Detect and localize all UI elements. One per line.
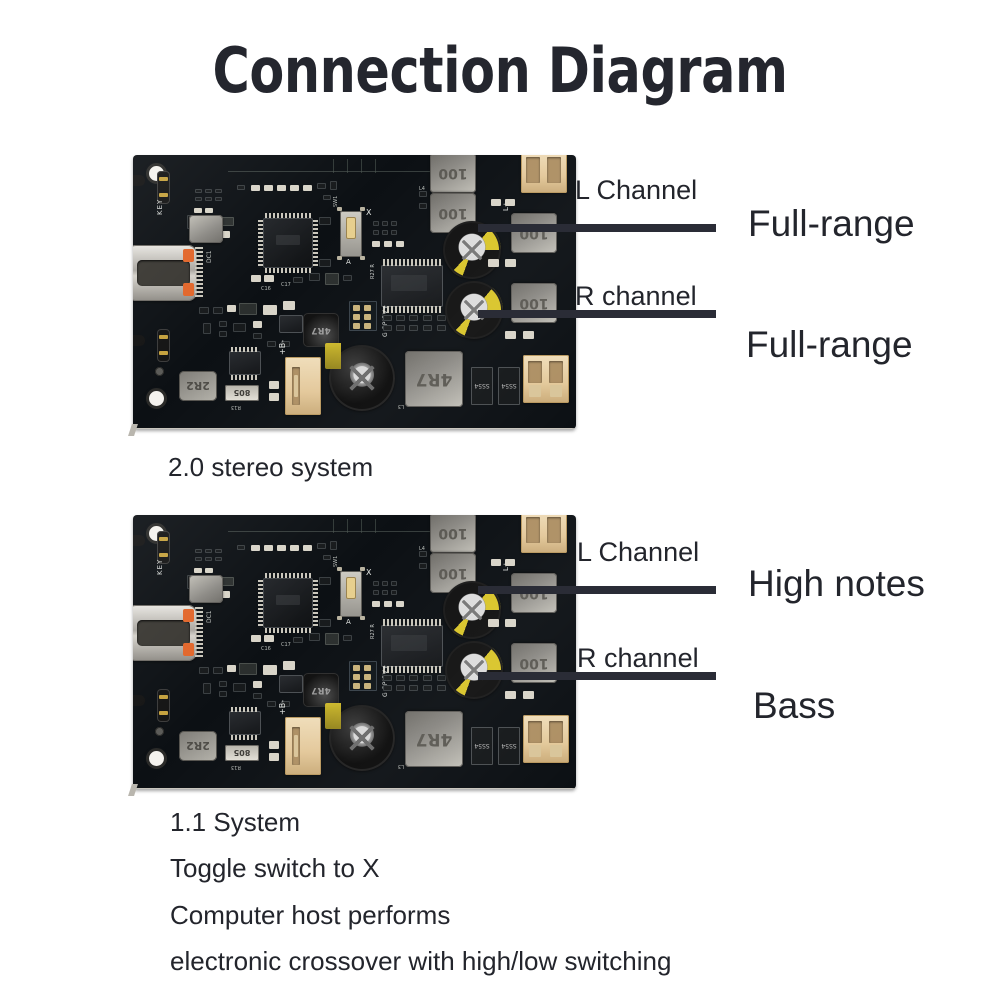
usb-c-port — [133, 605, 197, 661]
chip-amp — [381, 265, 443, 307]
label-r-channel-1: R channel — [575, 281, 697, 311]
spi-header[interactable] — [349, 301, 377, 331]
label-output-bottom-2: Bass — [753, 685, 836, 726]
label-output-top-2: High notes — [748, 563, 925, 604]
output-inductor-1: 100 — [430, 515, 476, 553]
output-capacitor-2 — [445, 641, 503, 699]
chip-small-soic — [229, 711, 261, 735]
caption-board-2: 1.1 System — [170, 807, 301, 837]
silk-l3: L3 — [398, 403, 404, 409]
label-l-channel-1: L Channel — [575, 175, 698, 205]
label-l-channel-2: L Channel — [577, 537, 700, 567]
output-inductor-3: 100 — [511, 213, 557, 253]
silk-b-minus: +B- — [278, 339, 287, 355]
crystal-osc — [189, 575, 223, 603]
chip-regulator — [279, 675, 303, 693]
note-toggle-switch: Toggle switch to X — [170, 853, 380, 883]
audio-jack-bottom — [157, 689, 170, 722]
silk-c17: C17 — [281, 282, 291, 288]
output-inductor-1: 100 — [430, 155, 476, 193]
toggle-switch[interactable] — [340, 211, 362, 257]
label-output-top-1: Full-range — [748, 203, 915, 244]
jst-output-left[interactable] — [521, 515, 567, 553]
inductor-4r7-small: 4R7 — [303, 673, 339, 707]
silk-switch-a: A — [346, 258, 351, 266]
silk-r13: R13 — [231, 404, 241, 410]
silk-switch-x: X — [366, 208, 372, 217]
label-r-channel-2: R channel — [577, 643, 699, 673]
chip-regulator — [279, 315, 303, 333]
silk-l4: L4 — [419, 546, 425, 552]
inductor-4r7: 4R7 — [405, 351, 463, 407]
silk-l4: L4 — [419, 186, 425, 192]
inductor-2r2: 2R2 — [179, 371, 217, 401]
toggle-switch[interactable] — [340, 571, 362, 617]
diode-ss54-1: SS54 — [471, 367, 493, 405]
silk-switch-a: A — [346, 618, 351, 626]
pcb-board-2: KEY DC1 — [128, 515, 576, 796]
diode-ss54-2: SS54 — [498, 727, 520, 765]
inductor-2r2: 2R2 — [179, 731, 217, 761]
silk-c16: C16 — [261, 646, 271, 652]
mounting-hole-bottom-left — [146, 388, 167, 409]
silk-r27: R27 R — [370, 264, 376, 279]
pcb-board-1: KEY DC1 — [128, 155, 576, 436]
page-title: Connection Diagram — [212, 34, 788, 107]
leader-line-r-1 — [478, 310, 716, 318]
silk-c16: C16 — [261, 286, 271, 292]
resistor-805: 805 — [225, 385, 259, 401]
jst-connector-power[interactable] — [285, 357, 321, 415]
silk-dc1: DC1 — [206, 250, 213, 263]
chip-small-soic — [229, 351, 261, 375]
silk-dc1: DC1 — [206, 610, 213, 623]
spi-header[interactable] — [349, 661, 377, 691]
caption-board-1: 2.0 stereo system — [168, 452, 374, 482]
silk-sw1: SW1 — [333, 195, 339, 207]
diode-ss54-1: SS54 — [471, 727, 493, 765]
inductor-4r7-small: 4R7 — [303, 313, 339, 347]
silk-key: KEY — [156, 558, 164, 575]
leader-line-r-2 — [478, 672, 716, 680]
jst-connector-power[interactable] — [285, 717, 321, 775]
silk-key: KEY — [156, 198, 164, 215]
resistor-805: 805 — [225, 745, 259, 761]
silk-b-minus: +B- — [278, 699, 287, 715]
audio-jack-bottom — [157, 329, 170, 362]
mounting-hole-bottom-left — [146, 748, 167, 769]
chip-main-dsp — [263, 578, 313, 628]
leader-line-l-1 — [478, 224, 716, 232]
silk-l3: L3 — [398, 763, 404, 769]
note-electronic-crossover: electronic crossover with high/low switc… — [170, 946, 672, 976]
silk-sw1: SW1 — [333, 555, 339, 567]
jst-output-right[interactable] — [523, 715, 569, 763]
jst-output-right[interactable] — [523, 355, 569, 403]
diode-ss54-2: SS54 — [498, 367, 520, 405]
silk-r13: R13 — [231, 764, 241, 770]
leader-line-l-2 — [478, 586, 716, 594]
jst-output-left[interactable] — [521, 155, 567, 193]
chip-main-dsp — [263, 218, 313, 268]
silk-c17: C17 — [281, 642, 291, 648]
silk-r27: R27 R — [370, 624, 376, 639]
label-output-bottom-1: Full-range — [746, 324, 913, 365]
inductor-4r7: 4R7 — [405, 711, 463, 767]
silk-switch-x: X — [366, 568, 372, 577]
usb-c-port — [133, 245, 197, 301]
chip-amp — [381, 625, 443, 667]
note-computer-host: Computer host performs — [170, 900, 451, 930]
